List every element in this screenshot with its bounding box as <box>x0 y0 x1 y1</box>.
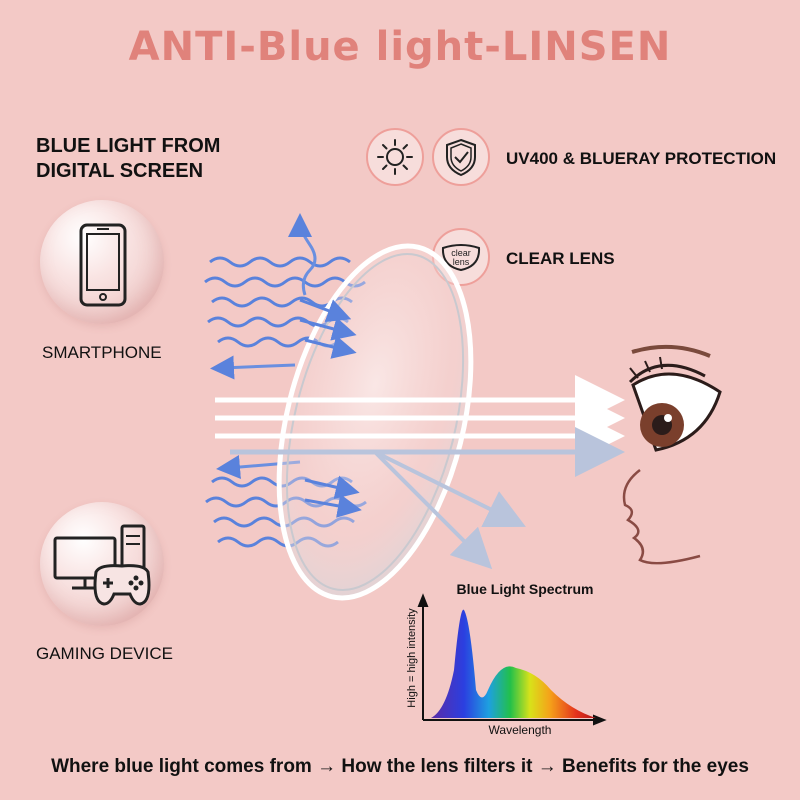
smartphone-icon <box>79 223 127 307</box>
spectrum-title: Blue Light Spectrum <box>456 581 594 597</box>
eye-profile <box>628 344 722 452</box>
lens <box>276 243 474 601</box>
heading-line-1: BLUE LIGHT FROM <box>36 135 221 157</box>
heading-line-2: DIGITAL SCREEN <box>36 160 204 182</box>
gaming-device-label: GAMING DEVICE <box>36 644 173 663</box>
spectrum-y-label: High = high intensity <box>406 608 418 708</box>
clear-lens-icon-line1: clear <box>451 248 471 258</box>
smartphone-label: SMARTPHONE <box>42 343 162 362</box>
blue-light-heading: BLUE LIGHT FROM DIGITAL SCREEN <box>36 134 220 184</box>
footer-caption: Where blue light comes from → How the le… <box>51 756 749 777</box>
scattered-light-rays <box>373 450 526 570</box>
smartphone-bubble <box>40 200 164 324</box>
shield-check-icon <box>446 138 476 177</box>
page-title: ANTI-Blue light-LINSEN <box>128 24 672 70</box>
absorbed-blue-arrows <box>299 298 362 518</box>
spectrum-x-label: Wavelength <box>488 723 552 737</box>
clear-lens-icon-line2: lens <box>453 257 470 267</box>
shield-badge <box>432 128 490 186</box>
transmitted-light-rays <box>215 375 625 461</box>
glasses-lens-icon: clear lens <box>441 244 481 272</box>
face-profile <box>622 469 701 565</box>
spectrum-curve <box>431 609 596 718</box>
sun-badge <box>366 128 424 186</box>
gaming-device-icon <box>53 524 151 606</box>
spectrum-axes <box>417 593 607 726</box>
clear-lens-label: CLEAR LENS <box>506 249 615 268</box>
protection-label: UV400 & BLUERAY PROTECTION <box>506 149 777 168</box>
sun-icon <box>377 139 413 175</box>
